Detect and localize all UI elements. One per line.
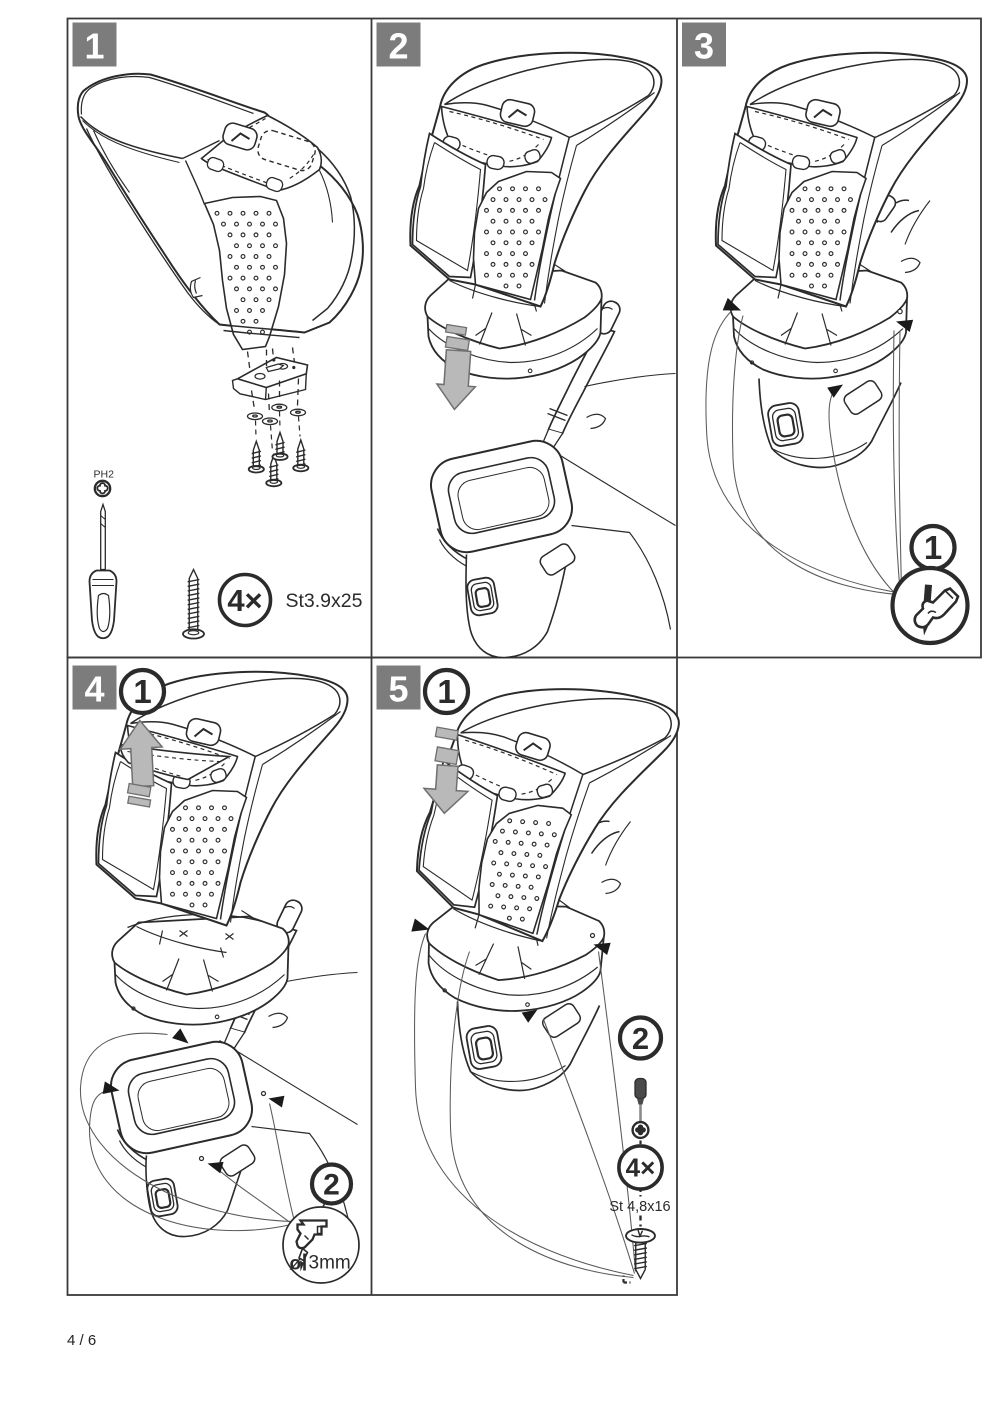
svg-text:4×: 4× [227,583,262,618]
svg-text:4 / 6: 4 / 6 [67,1332,96,1349]
svg-text:ø: ø [290,1254,302,1275]
svg-text:4×: 4× [626,1153,656,1183]
svg-text:1: 1 [133,673,151,710]
svg-text:3: 3 [694,26,714,67]
svg-text:3mm: 3mm [309,1253,351,1274]
svg-text:2: 2 [388,26,408,67]
svg-text:St 4,8x16: St 4,8x16 [609,1199,670,1215]
svg-text:1: 1 [84,26,104,67]
svg-text:1: 1 [437,673,455,710]
svg-text:4: 4 [84,669,104,710]
svg-text:1: 1 [924,529,942,566]
svg-text:5: 5 [388,669,408,710]
svg-text:St3.9x25: St3.9x25 [286,590,363,612]
svg-text:PH2: PH2 [94,469,115,481]
svg-text:2: 2 [323,1169,340,1202]
svg-text:2: 2 [632,1021,649,1056]
